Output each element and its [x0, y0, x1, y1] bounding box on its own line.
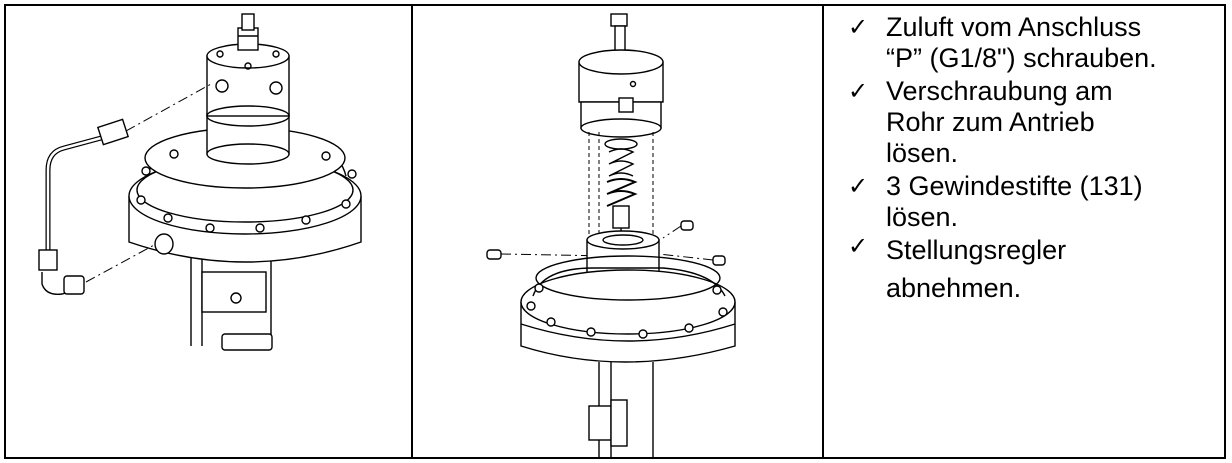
checkmark-icon: ✓	[848, 172, 869, 200]
illustration-assembled-positioner	[6, 6, 411, 457]
checkmark-icon: ✓	[848, 77, 869, 105]
step-text: Verschraubung am Rohr zum Antrieb lösen.	[886, 76, 1113, 168]
illustration-exploded-positioner	[413, 6, 822, 457]
step-text: Stellungsregler abnehmen.	[886, 235, 1067, 303]
step-item: ✓ Verschraubung am Rohr zum Antrieb löse…	[836, 76, 1220, 169]
step-item: ✓ Stellungsregler abnehmen.	[836, 231, 1220, 307]
checkmark-icon: ✓	[848, 232, 869, 260]
checkmark-icon: ✓	[848, 13, 869, 41]
table-frame	[4, 4, 1226, 459]
assembled-positioner-drawing	[38, 13, 362, 351]
step-text: 3 Gewindestifte (131) lösen.	[886, 171, 1143, 232]
step-item: ✓ Zuluft vom Anschluss “P” (G1/8") schra…	[836, 12, 1220, 74]
column-divider-2	[822, 4, 824, 459]
step-text: Zuluft vom Anschluss “P” (G1/8") schraub…	[886, 12, 1157, 73]
column-divider-1	[411, 4, 413, 459]
exploded-positioner-drawing	[486, 13, 736, 457]
step-item: ✓ 3 Gewindestifte (131) lösen.	[836, 171, 1220, 233]
instruction-list: ✓ Zuluft vom Anschluss “P” (G1/8") schra…	[836, 12, 1220, 309]
